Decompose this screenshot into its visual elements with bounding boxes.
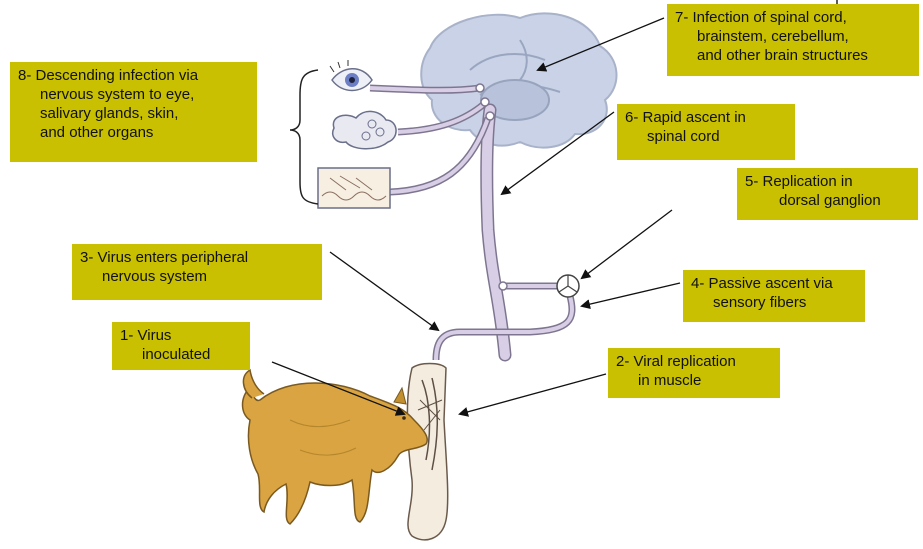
label-step-2: 2- Viral replication in muscle [608, 348, 780, 398]
label-step-4: 4- Passive ascent via sensory fibers [683, 270, 865, 322]
label-step-5-line-2: dorsal ganglion [745, 191, 910, 210]
label-step-5: 5- Replication in dorsal ganglion [737, 168, 918, 220]
label-step-5-line-1: 5- Replication in [745, 172, 910, 191]
dorsal-ganglion [557, 275, 579, 297]
label-step-2-line-1: 2- Viral replication [616, 352, 772, 371]
label-step-4-line-1: 4- Passive ascent via [691, 274, 857, 293]
dog-illustration [243, 370, 428, 524]
label-step-8-line-2: nervous system to eye, [18, 85, 249, 104]
label-step-6-line-2: spinal cord [625, 127, 787, 146]
label-step-1: 1- Virus inoculated [112, 322, 250, 370]
skin-icon [318, 168, 390, 208]
label-step-7-line-3: and other brain structures [675, 46, 911, 65]
spinal-cord-fill [487, 110, 505, 355]
label-step-3-line-1: 3- Virus enters peripheral [80, 248, 314, 267]
label-step-7-line-1: 7- Infection of spinal cord, [675, 8, 911, 27]
label-step-8: 8- Descending infection via nervous syst… [10, 62, 257, 162]
bracket [290, 70, 318, 204]
eye-icon [330, 60, 372, 91]
label-step-4-line-2: sensory fibers [691, 293, 857, 312]
limb [407, 364, 447, 540]
label-step-1-line-2: inoculated [120, 345, 242, 364]
label-step-6: 6- Rapid ascent in spinal cord [617, 104, 795, 160]
label-step-3: 3- Virus enters peripheral nervous syste… [72, 244, 322, 300]
label-step-7: 7- Infection of spinal cord, brainstem, … [667, 4, 919, 76]
brain [421, 13, 616, 147]
label-step-8-line-1: 8- Descending infection via [18, 66, 249, 85]
label-step-6-line-1: 6- Rapid ascent in [625, 108, 787, 127]
label-step-8-line-4: and other organs [18, 123, 249, 142]
label-step-2-line-2: in muscle [616, 371, 772, 390]
label-step-7-line-2: brainstem, cerebellum, [675, 27, 911, 46]
label-step-3-line-2: nervous system [80, 267, 314, 286]
salivary-gland-icon [333, 111, 396, 148]
label-step-1-line-1: 1- Virus [120, 326, 242, 345]
label-step-8-line-3: salivary glands, skin, [18, 104, 249, 123]
